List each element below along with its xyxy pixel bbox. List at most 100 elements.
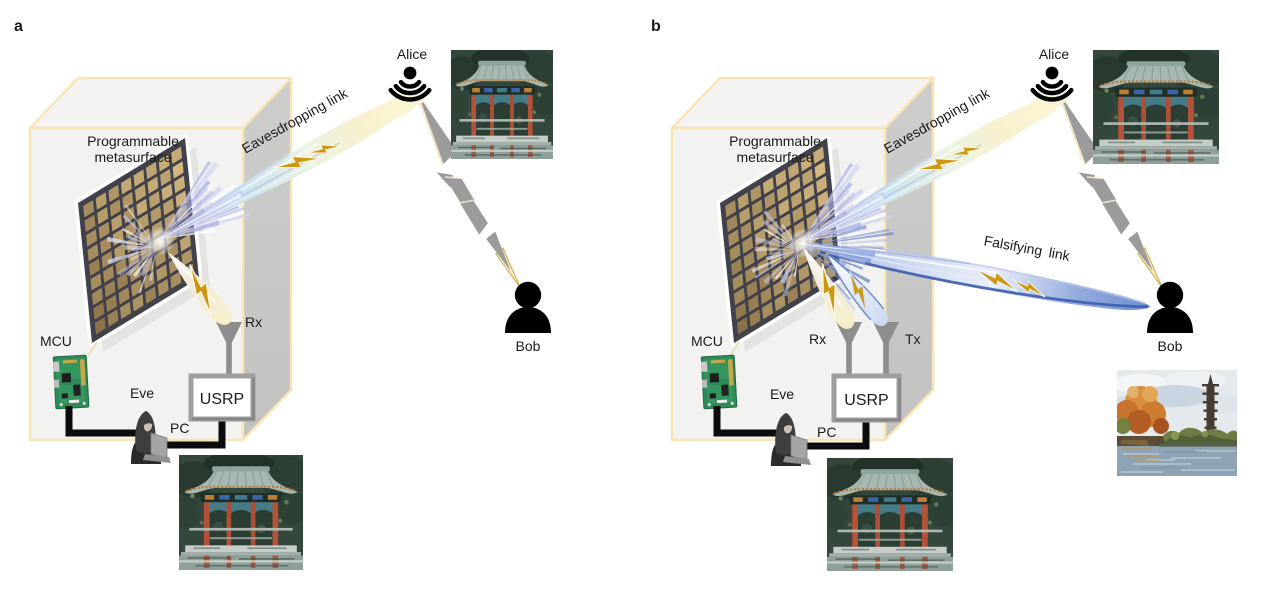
scatter-ray [160,161,212,239]
metasurface-cell [83,200,95,218]
metasurface-cell [765,206,777,224]
metasurface-cell [156,264,168,282]
metasurface-cell [84,214,96,232]
scatter-ray [803,224,867,246]
usrp-box-a: USRP [188,373,256,422]
metasurface-cell [740,221,752,239]
metasurface-cell [778,198,790,217]
scatter-ray [160,190,214,239]
scatter-ray [160,189,243,239]
metasurface-cell [93,302,105,320]
scatter-ray [803,246,851,301]
mcu-board-icon-b [700,354,738,410]
alice-image-pavilion-a [451,50,553,159]
scatter-ray [802,196,853,241]
metasurface-cell [787,286,799,304]
metasurface-cell [803,183,815,201]
metasurface-label-line1: Programmable [729,133,821,149]
metasurface-cell [181,249,193,267]
tx-label-b: Tx [905,331,921,347]
scatter-ray [802,211,887,241]
metasurface-cell [146,161,157,180]
metasurface-cell [773,279,785,297]
scatter-ray [782,250,799,297]
scatter-ray [139,247,156,277]
scatter-ray [160,220,220,239]
metasurface-cell [750,184,762,203]
panel-letter-b: b [651,18,661,35]
metasurface-cell [180,234,191,252]
metasurface-cell [729,243,741,262]
rx-label-a: Rx [245,314,262,330]
metasurface-cell [104,280,116,298]
metasurface-label-b: Programmable metasurface [729,133,821,165]
panel-b: b Programmable metasurface MCU Eve PC US… [651,18,1237,571]
metasurface-cell [111,214,123,232]
metasurface-cell [748,294,759,313]
scatter-ray [803,246,884,250]
scatter-ray [160,208,207,239]
metasurface-cell [170,271,182,289]
scatter-ray [802,191,885,241]
usrp-label-b: USRP [844,392,888,409]
metasurface-cell [89,258,100,276]
scatter-ray [160,193,242,239]
alice-antenna-icon-a [391,67,430,100]
eve-label-b: Eve [770,386,794,402]
eve-label-a: Eve [130,385,154,401]
metasurface-cell [785,271,797,290]
scatter-ray [132,247,156,278]
metasurface-cell [726,214,738,232]
scatter-ray [160,206,246,239]
metasurface-cell [733,287,745,306]
metasurface-cell [137,213,149,231]
metasurface-cell [122,191,134,210]
metasurface-cell [751,199,763,217]
metasurface-cell [736,317,748,335]
falsifying-link-label-b: Falsifying link [983,232,1072,264]
metasurface-cell [86,229,97,247]
scatter-ray [802,192,856,241]
metasurface-cell [759,272,770,290]
mcu-board-icon-a [52,354,90,410]
panel-a: a Programmable metasurface MCU Eve PC US… [14,18,553,570]
metasurface-cell [145,286,157,304]
scatter-ray [751,250,799,273]
metasurface-cell [732,273,744,291]
metasurface-cell [774,294,786,312]
metasurface-cell [133,169,145,187]
scatter-ray [803,246,866,265]
metasurface-cell [731,258,742,276]
metasurface-cell [117,272,128,290]
bob-icon-a [505,281,551,333]
metasurface-cell [91,287,103,306]
alice-label-b: Alice [1039,46,1070,62]
scatter-ray [160,180,211,239]
scatter-ray [802,188,854,241]
metasurface-cell [97,207,109,225]
metasurface-cell [90,273,102,291]
metasurface-cell [160,168,171,187]
metasurface-cell [743,250,755,269]
scatter-ray [802,195,884,241]
metasurface-cell [764,191,776,210]
metasurface-cell [120,177,132,195]
metasurface-cell [799,278,811,297]
scatter-ray [117,247,156,277]
scatter-ray [802,188,865,241]
metasurface-cell [147,176,159,194]
metasurface-cell [143,271,155,290]
alice-label-a: Alice [397,46,428,62]
scatter-fan-upper-b [802,163,893,241]
metasurface-cell [163,198,174,216]
metasurface-cell [161,183,173,201]
scatter-fan-upper-a [160,161,251,239]
metasurface-cell [814,161,826,179]
metasurface-cell [749,309,761,327]
metasurface-cell [94,317,106,335]
eavesdropped-image-pavilion-a [179,455,303,570]
metasurface-cell [157,278,169,297]
pc-label-a: PC [170,420,189,436]
